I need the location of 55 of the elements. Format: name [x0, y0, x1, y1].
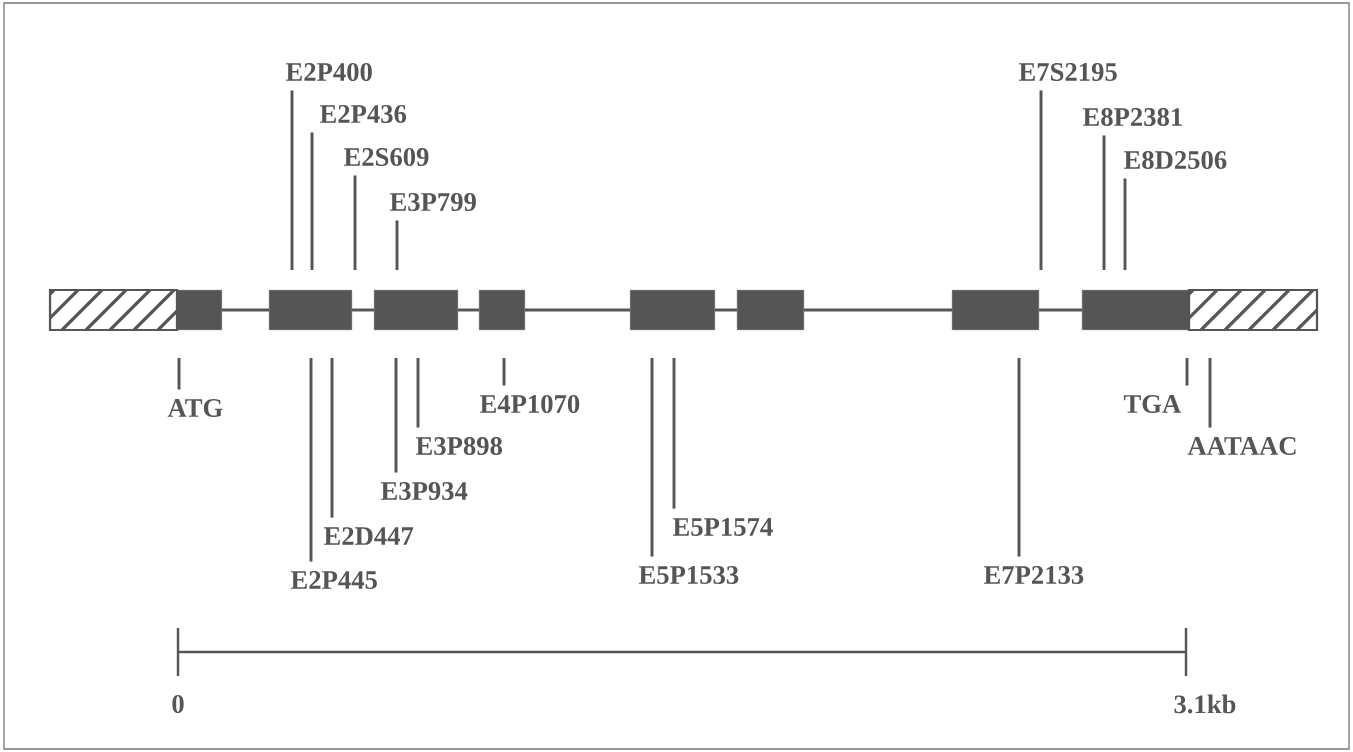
- site-label: E3P898: [415, 437, 502, 455]
- leader-line: [309, 358, 313, 562]
- leader-line: [394, 358, 398, 473]
- scale-label: 0: [172, 695, 184, 713]
- site-label: E8D2506: [1123, 151, 1227, 169]
- exon-box: [479, 290, 525, 330]
- site-label: ATG: [167, 399, 223, 417]
- site-label: E2D447: [323, 527, 414, 545]
- leader-line: [1185, 358, 1189, 386]
- exon-box: [268, 290, 353, 330]
- leader-line: [310, 132, 314, 270]
- site-label: E7P2133: [983, 566, 1084, 584]
- site-label: E2P400: [285, 63, 372, 81]
- leader-line: [1039, 90, 1043, 270]
- leader-line: [502, 358, 506, 386]
- exon-box: [736, 290, 805, 330]
- leader-line: [177, 358, 181, 390]
- site-label: E5P1574: [672, 518, 773, 536]
- intron-line: [804, 308, 952, 312]
- site-label: AATAAC: [1187, 437, 1296, 455]
- site-label: E8P2381: [1082, 108, 1182, 126]
- leader-line: [650, 358, 654, 557]
- utr-box: [48, 288, 179, 332]
- leader-line: [1017, 358, 1021, 557]
- leader-line: [290, 90, 294, 270]
- intron-line: [222, 308, 269, 312]
- site-label: E3P799: [389, 193, 476, 211]
- intron-line: [352, 308, 374, 312]
- leader-line: [330, 358, 334, 518]
- leader-line: [353, 175, 357, 270]
- exon-box: [951, 290, 1040, 330]
- intron-line: [715, 308, 737, 312]
- site-label: E4P1070: [479, 395, 580, 413]
- site-label: E7S2195: [1018, 63, 1117, 81]
- leader-line: [1208, 358, 1212, 428]
- exon-box: [177, 290, 222, 330]
- leader-line: [1102, 135, 1106, 270]
- site-label: E2S609: [343, 148, 429, 166]
- leader-line: [416, 358, 420, 428]
- leader-line: [672, 358, 676, 509]
- intron-line: [1039, 308, 1082, 312]
- site-label: E2P436: [319, 105, 407, 123]
- exon-box: [374, 290, 458, 330]
- leader-line: [395, 220, 399, 270]
- intron-line: [458, 308, 479, 312]
- leader-line: [1123, 178, 1127, 270]
- exon-box: [630, 290, 715, 330]
- site-label: E2P445: [290, 571, 377, 589]
- utr-box: [1187, 288, 1319, 332]
- scale-label: 3.1kb: [1174, 694, 1236, 714]
- site-label: TGA: [1123, 395, 1182, 413]
- site-label: E3P934: [380, 482, 468, 500]
- exon-box: [1081, 290, 1190, 330]
- intron-line: [525, 308, 631, 312]
- site-label: E5P1533: [638, 566, 739, 584]
